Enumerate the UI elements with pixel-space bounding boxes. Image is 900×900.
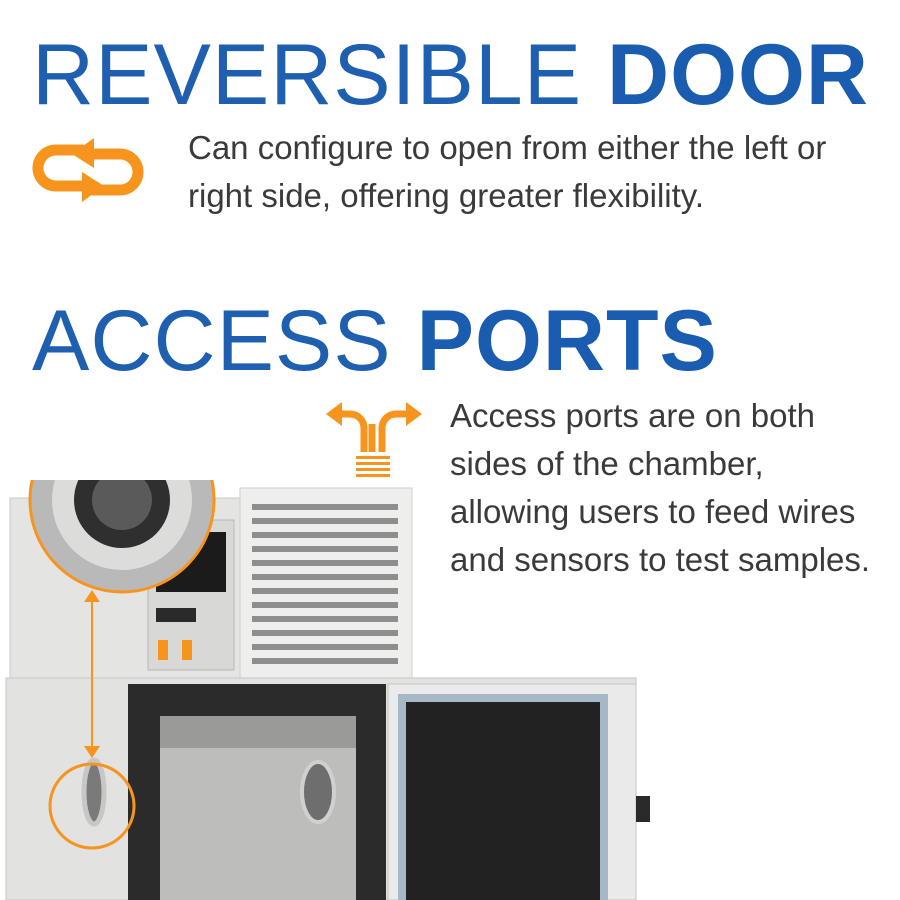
access-ports-description: Access ports are on both sides of the ch… bbox=[450, 397, 871, 578]
side-access-port bbox=[81, 757, 107, 827]
interior-vent bbox=[160, 716, 356, 748]
heading-light-text: ACCESS bbox=[32, 293, 392, 389]
door-window bbox=[406, 702, 600, 900]
chamber-product-photo bbox=[5, 480, 650, 900]
port-location-callout bbox=[48, 762, 136, 850]
door-latch bbox=[636, 796, 650, 822]
heading-bold-text: DOOR bbox=[607, 27, 870, 123]
heading-light-text: REVERSIBLE bbox=[32, 27, 583, 123]
reversible-door-heading: REVERSIBLE DOOR bbox=[32, 32, 869, 118]
temperature-readout bbox=[156, 608, 196, 622]
interior-access-port bbox=[300, 760, 336, 824]
light-switch bbox=[182, 640, 192, 660]
reversible-door-description: Can configure to open from either the le… bbox=[188, 129, 827, 214]
split-arrows-icon bbox=[326, 402, 422, 477]
power-switch bbox=[158, 640, 168, 660]
vent-grille bbox=[252, 504, 398, 664]
swap-arrows-icon bbox=[32, 138, 144, 202]
heading-bold-text: PORTS bbox=[416, 293, 718, 389]
access-ports-heading: ACCESS PORTS bbox=[32, 298, 718, 384]
